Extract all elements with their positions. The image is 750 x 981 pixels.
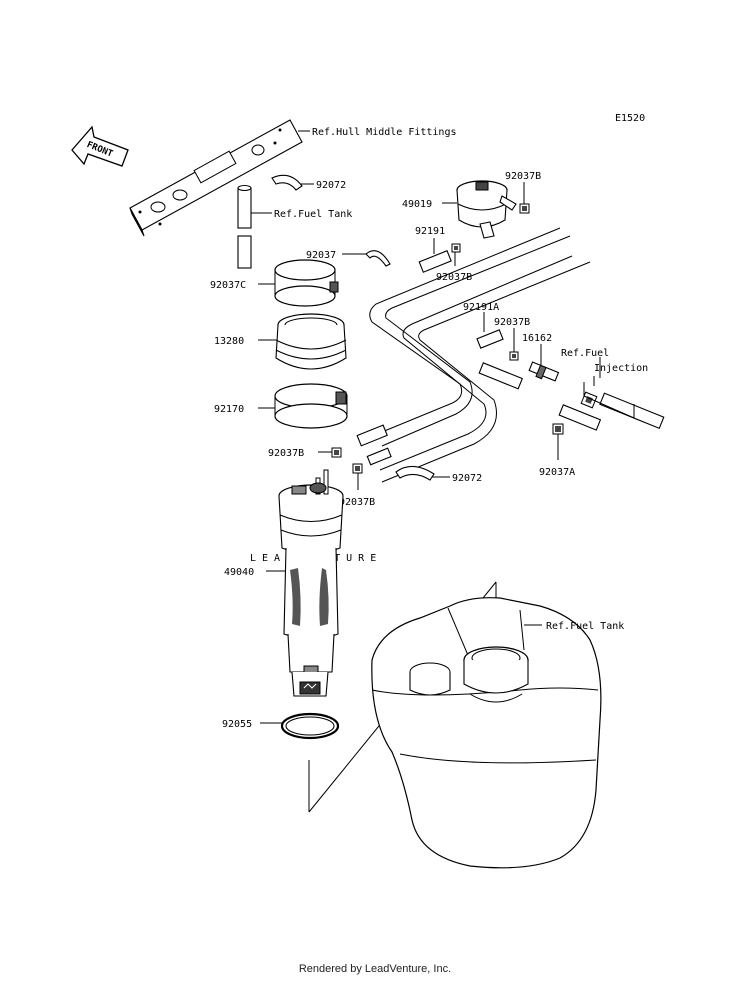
clip-92037a [552, 423, 564, 435]
part-92037b-under: 92037B [436, 272, 472, 283]
part-49019: 49019 [402, 199, 432, 210]
part-92191a: 92191A [463, 302, 499, 313]
clip-92037b-under [451, 243, 461, 253]
ref-fuel-injection-label-1: Ref.Fuel [561, 348, 609, 359]
hose-short-1 [356, 424, 388, 447]
part-13280: 13280 [214, 336, 244, 347]
hose-92191a [476, 329, 504, 349]
band-clamp-92170 [274, 383, 348, 429]
diagram-code: E1520 [615, 113, 645, 124]
part-92037: 92037 [306, 250, 336, 261]
fuel-hose-assembly [369, 227, 591, 483]
part-92037b-right: 92037B [494, 317, 530, 328]
part-92037b-topright: 92037B [505, 171, 541, 182]
hose-short-2 [366, 447, 392, 466]
hose-92191 [418, 250, 452, 273]
clamp-92037 [365, 250, 391, 267]
fuel-tank [371, 597, 602, 869]
o-ring-92055 [280, 712, 340, 740]
part-49040: 49040 [224, 567, 254, 578]
part-92191: 92191 [415, 226, 445, 237]
ref-hull-middle-label: Ref.Hull Middle Fittings [312, 127, 457, 138]
fuel-tank-tube [237, 185, 252, 269]
fuel-filter-49019 [456, 180, 517, 239]
front-arrow-icon: FRONT [71, 125, 129, 167]
part-92037b-mid: 92037B [339, 497, 375, 508]
ref-fuel-injection-label-2: Injection [594, 363, 648, 374]
clamp-92072-bottom [395, 465, 435, 481]
ref-fuel-tank-top-label: Ref.Fuel Tank [274, 209, 352, 220]
footer-credit: Rendered by LeadVenture, Inc. [298, 963, 452, 975]
clip-92037b-topright [519, 203, 530, 214]
fuel-pump-49040 [278, 469, 344, 697]
part-92072-bottom: 92072 [452, 473, 482, 484]
clip-92037b-left [331, 447, 342, 458]
part-92055: 92055 [222, 719, 252, 730]
fitting-16162 [528, 361, 560, 382]
part-16162: 16162 [522, 333, 552, 344]
band-clamp-92037c [274, 259, 339, 307]
part-92037b-left: 92037B [268, 448, 304, 459]
part-92072-top: 92072 [316, 180, 346, 191]
part-92170: 92170 [214, 404, 244, 415]
ref-fuel-tank-bottom-label: Ref.Fuel Tank [546, 621, 624, 632]
hull-middle-fittings-plate [129, 119, 303, 237]
part-92037a: 92037A [539, 467, 575, 478]
clip-92037b-right [509, 351, 519, 361]
clamp-92072-top [271, 174, 303, 191]
clip-92037b-mid [352, 463, 363, 474]
part-92037c: 92037C [210, 280, 246, 291]
rubber-boot-13280 [275, 313, 347, 370]
